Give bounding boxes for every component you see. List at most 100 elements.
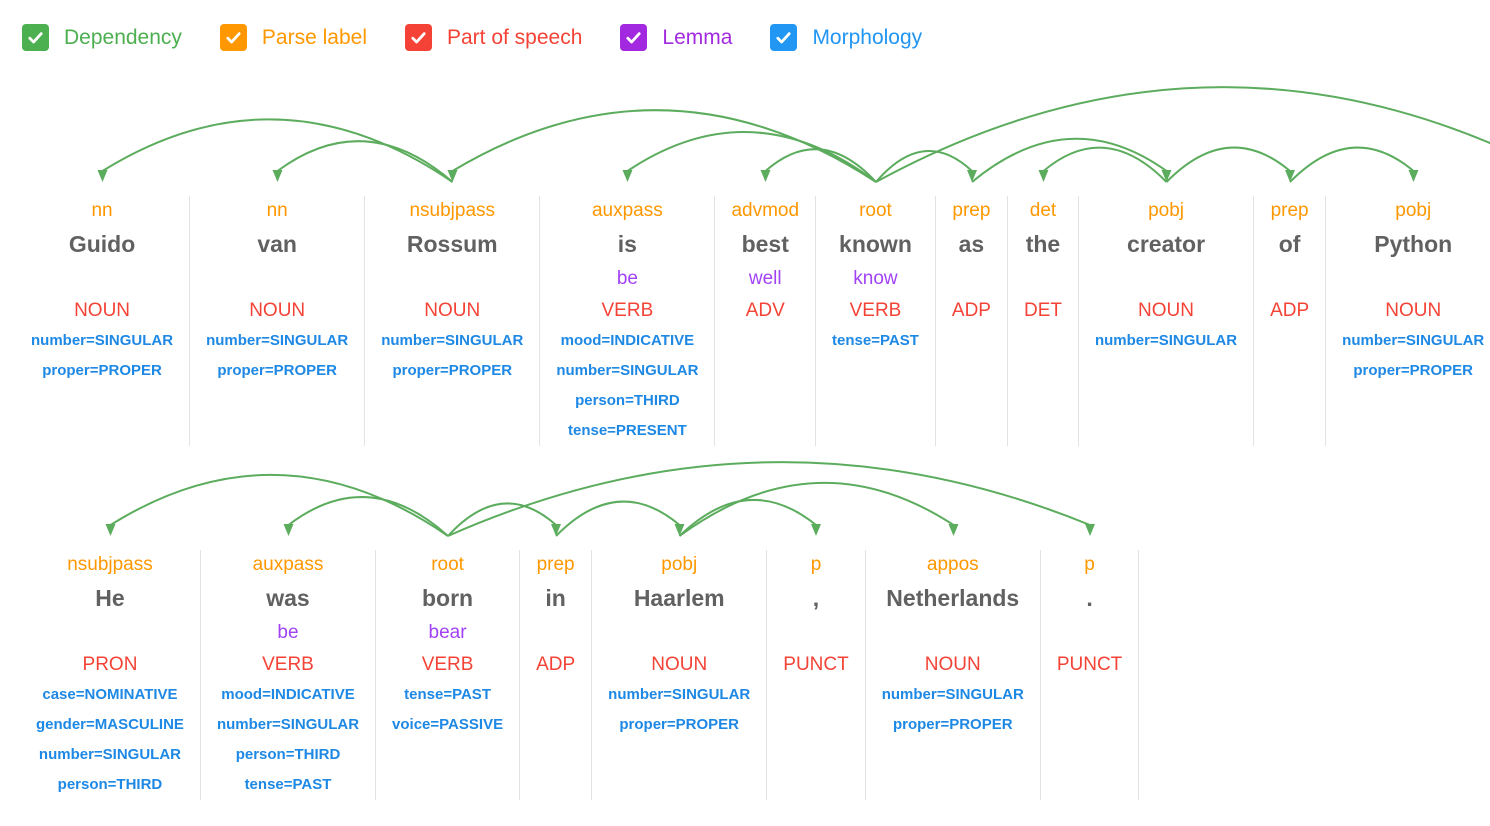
dependency-arc: [1042, 146, 1168, 183]
dependency-arc: [875, 150, 973, 183]
layer-toggle-parse-label[interactable]: Parse label: [219, 24, 367, 51]
token-lemma: [36, 620, 184, 650]
token-morphology: gender=MASCULINE: [36, 716, 184, 733]
token-punct: p,PUNCT: [767, 550, 866, 800]
layer-toggle-morphology[interactable]: Morphology: [770, 24, 922, 51]
token-lemma: [783, 620, 848, 650]
token-morphology: proper=PROPER: [392, 362, 513, 379]
token-morphology: number=SINGULAR: [216, 716, 360, 733]
token-morphology: person=THIRD: [235, 746, 341, 763]
token-lemma: [608, 620, 750, 650]
layer-toggle-lemma[interactable]: Lemma: [620, 24, 732, 51]
token-word: Rossum: [406, 231, 498, 257]
token-morphology: proper=PROPER: [1353, 362, 1474, 379]
arrowhead-icon: [283, 524, 294, 536]
token-pos: DET: [1023, 300, 1062, 321]
parse-label: nn: [266, 200, 288, 221]
parse-label: pobj: [1395, 200, 1432, 221]
token-pos: NOUN: [1385, 300, 1442, 321]
token-morphology: number=SINGULAR: [1342, 332, 1485, 349]
dependency-arcs: [97, 86, 1490, 183]
checkbox-part-of-speech-checked[interactable]: [404, 24, 432, 51]
token-word: Guido: [68, 231, 136, 257]
token-word: known: [839, 231, 912, 257]
token-lemma: [882, 620, 1024, 650]
checkbox-parse-label-checked[interactable]: [219, 24, 247, 51]
layer-toggle-label: Dependency: [64, 25, 182, 49]
arrowhead-icon: [948, 524, 959, 536]
arrowhead-icon: [1161, 170, 1172, 182]
token-word: is: [617, 231, 637, 257]
token-pos: ADP: [951, 300, 991, 321]
token-pos: ADP: [1270, 300, 1310, 321]
token-lemma: be: [616, 268, 638, 289]
token-lemma: [1095, 266, 1237, 296]
token-pos: PRON: [82, 654, 138, 675]
layer-toggle-label: Morphology: [812, 25, 923, 49]
checkbox-lemma-checked[interactable]: [620, 24, 648, 51]
checkbox-dependency-checked[interactable]: [22, 24, 49, 51]
parse-label: nsubjpass: [409, 200, 496, 221]
dependency-arc: [971, 137, 1168, 183]
layer-toggle-dependency[interactable]: Dependency: [22, 24, 182, 51]
token-morphology: proper=PROPER: [217, 362, 337, 379]
parse-label: appos: [926, 554, 979, 575]
token-lemma: [1270, 266, 1309, 296]
dependency-arc: [875, 86, 1490, 183]
token-word: best: [741, 231, 789, 257]
token-morphology: proper=PROPER: [892, 716, 1013, 733]
token-morphology: number=SINGULAR: [556, 362, 699, 379]
arrowhead-icon: [1408, 170, 1419, 182]
arrowhead-icon: [105, 524, 116, 536]
token-morphology: number=SINGULAR: [1094, 332, 1238, 349]
layer-toggle-label: Parse label: [261, 25, 367, 49]
arrowhead-icon: [760, 170, 771, 182]
parse-label: nn: [91, 200, 113, 221]
dependency-arc: [447, 502, 557, 537]
token-pos: VERB: [262, 654, 314, 675]
arrowhead-icon: [551, 524, 561, 536]
parse-label: root: [859, 200, 892, 221]
token-word: .: [1086, 585, 1093, 611]
checkmark-icon: [626, 32, 641, 44]
token-lemma: [1024, 266, 1062, 296]
token-morphology: tense=PRESENT: [567, 422, 687, 439]
token-morphology: number=SINGULAR: [881, 686, 1024, 703]
token-pos: NOUN: [924, 654, 981, 675]
dependency-arc: [764, 148, 877, 183]
token-pos: VERB: [849, 300, 902, 321]
arrowhead-icon: [811, 524, 821, 536]
token-pos: PUNCT: [783, 654, 849, 675]
token-lemma: [31, 266, 173, 296]
token-pos: ADP: [536, 654, 576, 675]
token-lemma: [206, 266, 348, 296]
token-pos: NOUN: [74, 300, 131, 321]
parse-label: prep: [1270, 200, 1309, 221]
layer-toggle-part-of-speech[interactable]: Part of speech: [404, 24, 582, 51]
token-word: Haarlem: [633, 585, 725, 611]
token-lemma: be: [277, 622, 299, 643]
arrowhead-icon: [674, 524, 685, 536]
token-morphology: case=NOMINATIVE: [42, 686, 178, 703]
parse-label: pobj: [1148, 200, 1184, 221]
token-word: He: [95, 585, 125, 611]
checkbox-morphology-checked[interactable]: [770, 24, 798, 51]
parse-label: p: [810, 554, 822, 575]
token-lemma: [1342, 266, 1484, 296]
token-morphology: person=THIRD: [575, 392, 680, 409]
dependency-arc: [287, 496, 449, 537]
layer-toggle-label: Lemma: [662, 25, 733, 49]
token-word: the: [1025, 231, 1061, 257]
token-word: in: [545, 585, 566, 611]
dependency-arc: [1165, 146, 1291, 183]
dependency-arc: [678, 498, 817, 537]
